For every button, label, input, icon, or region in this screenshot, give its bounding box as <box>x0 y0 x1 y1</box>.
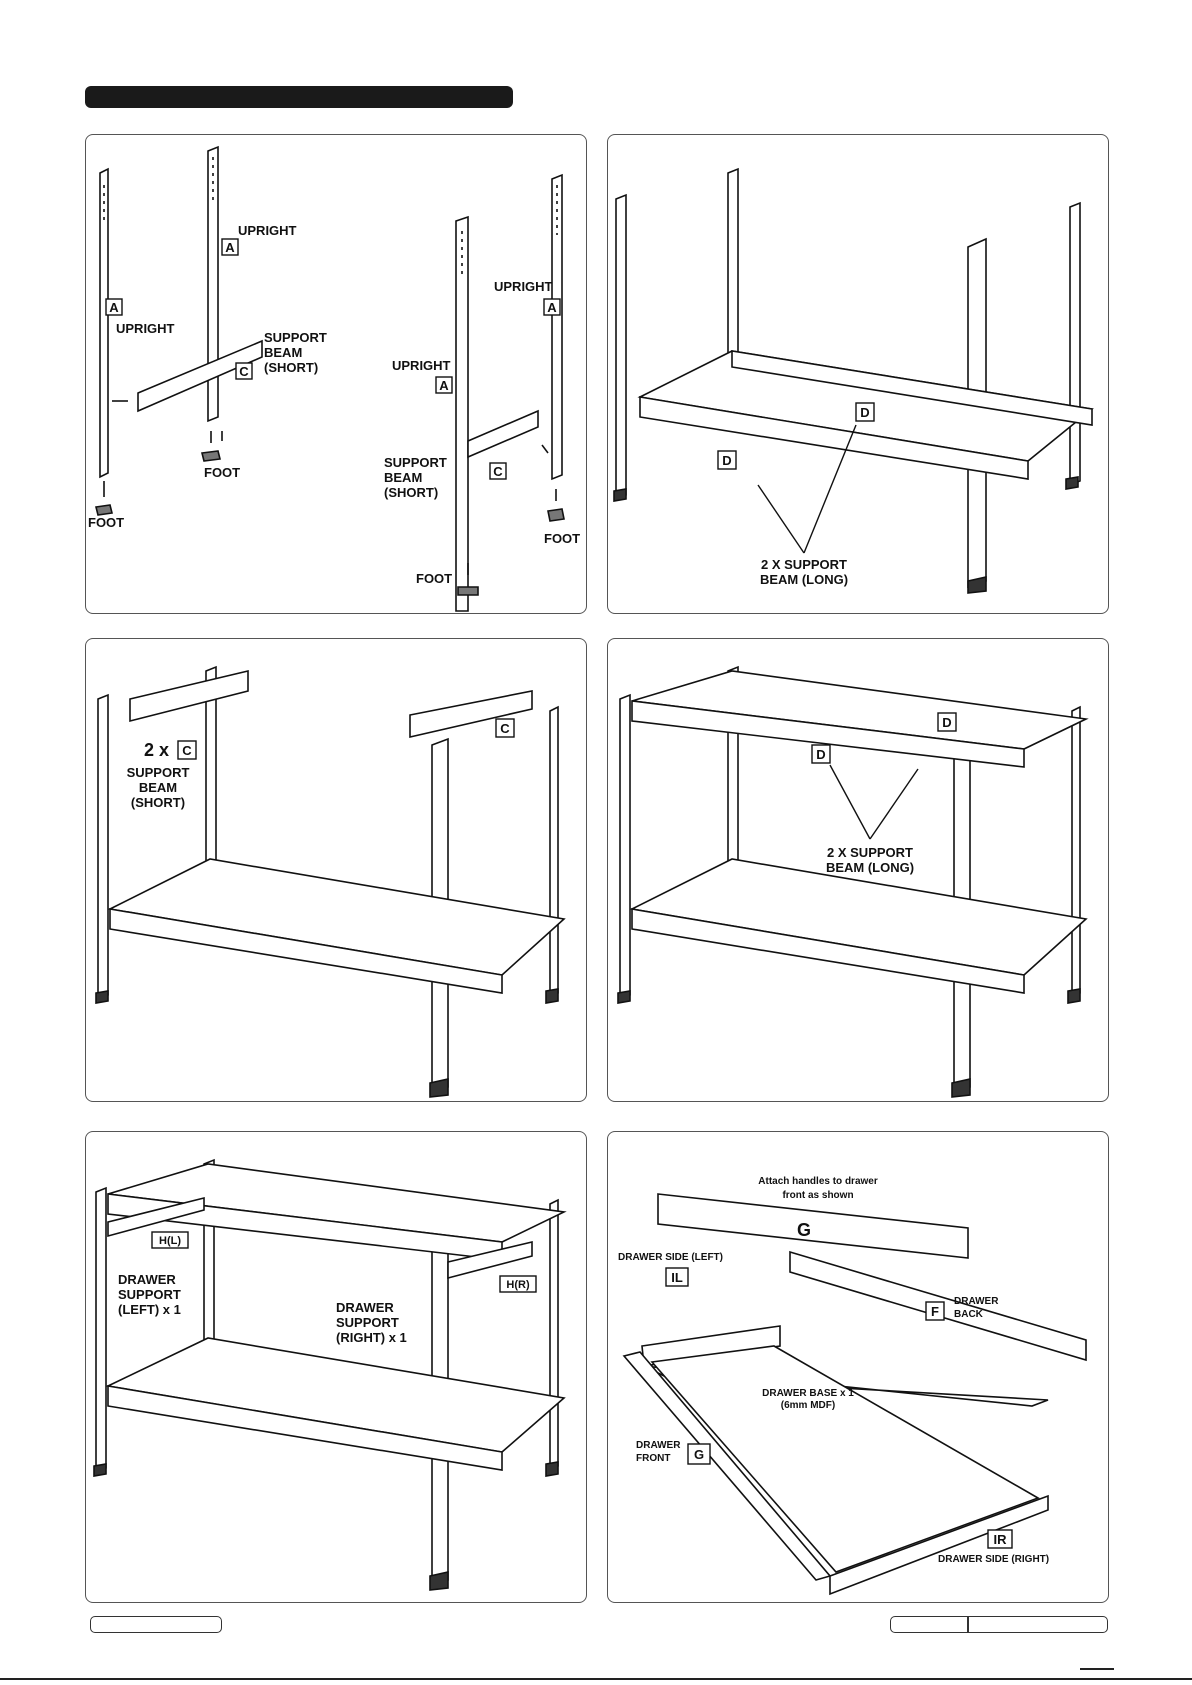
beam-label-1: BEAM <box>264 345 302 360</box>
support-tag-c: C <box>182 743 192 758</box>
beam-tag-d-back: D <box>860 405 869 420</box>
support-beam-long-label: BEAM (LONG) <box>826 860 914 875</box>
support-beam-long-count: 2 X SUPPORT <box>827 845 913 860</box>
short-label: (SHORT) <box>131 795 185 810</box>
support-label-right: SUPPORT <box>336 1315 399 1330</box>
drawer-support-tag-hr: H(R) <box>506 1279 530 1291</box>
step-1-illustration: A UPRIGHT A UPRIGHT SUPPORT BEAM (SHORT)… <box>88 145 580 612</box>
drawer-label-left: DRAWER <box>118 1272 176 1287</box>
foot-label-1: FOOT <box>204 465 240 480</box>
drawer-back-label-2: BACK <box>954 1309 984 1320</box>
footer-page-box <box>890 1616 1108 1633</box>
assembly-step-2-panel: D D 2 X SUPPORT BEAM (LONG) <box>607 134 1109 614</box>
assembly-step-1-panel: A UPRIGHT A UPRIGHT SUPPORT BEAM (SHORT)… <box>85 134 587 614</box>
short-label-1: (SHORT) <box>264 360 318 375</box>
support-beam-long-count: 2 X SUPPORT <box>761 557 847 572</box>
drawer-side-right-label: DRAWER SIDE (RIGHT) <box>938 1554 1049 1565</box>
upright-label-right: UPRIGHT <box>494 279 553 294</box>
right-x1-label: (RIGHT) x 1 <box>336 1330 407 1345</box>
attach-handles-instruction-line1: Attach handles to drawer <box>758 1176 878 1187</box>
drawer-base-label: DRAWER BASE x 1 <box>762 1388 854 1399</box>
beam-label: BEAM <box>139 780 177 795</box>
assembly-step-4-panel: D D 2 X SUPPORT BEAM (LONG) <box>607 638 1109 1102</box>
support-tag-c-1: C <box>239 364 249 379</box>
step-4-illustration: D D 2 X SUPPORT BEAM (LONG) <box>617 665 1089 1098</box>
assembly-step-3-panel: 2 x C SUPPORT BEAM (SHORT) C <box>85 638 587 1102</box>
upright-tag-a-left: A <box>109 300 119 315</box>
drawer-front-label-1: DRAWER <box>636 1440 681 1451</box>
foot-label-2: FOOT <box>88 515 124 530</box>
support-beam-label-1: SUPPORT <box>264 330 327 345</box>
drawer-base-material: (6mm MDF) <box>781 1400 835 1411</box>
upright-label-left: UPRIGHT <box>116 321 175 336</box>
drawer-back-label-1: DRAWER <box>954 1296 999 1307</box>
quantity-label: 2 x <box>144 740 169 760</box>
page-bottom-rule <box>0 1678 1192 1680</box>
attach-handles-instruction-line2: front as shown <box>782 1190 853 1201</box>
page-corner-mark <box>1080 1668 1114 1670</box>
upright-label-mid: UPRIGHT <box>392 358 451 373</box>
footer-model-box <box>90 1616 222 1633</box>
drawer-label-right: DRAWER <box>336 1300 394 1315</box>
support-label: SUPPORT <box>127 765 190 780</box>
support-beam-label-2: SUPPORT <box>384 455 447 470</box>
left-x1-label: (LEFT) x 1 <box>118 1302 181 1317</box>
section-title-bar <box>85 86 513 108</box>
step-5-illustration: H(L) H(R) DRAWER SUPPORT (LEFT) x 1 DRAW… <box>93 1158 567 1591</box>
drawer-front-label-2: FRONT <box>636 1453 670 1464</box>
assembly-step-5-panel: H(L) H(R) DRAWER SUPPORT (LEFT) x 1 DRAW… <box>85 1131 587 1603</box>
drawer-side-left-label: DRAWER SIDE (LEFT) <box>618 1252 723 1263</box>
beam-tag-d-front: D <box>816 747 825 762</box>
foot-label-4: FOOT <box>416 571 452 586</box>
support-tag-c-right: C <box>500 721 510 736</box>
assembly-step-6-panel: Attach handles to drawer front as shown … <box>607 1131 1109 1603</box>
drawer-side-tag-ir: IR <box>994 1532 1008 1547</box>
upright-label-top: UPRIGHT <box>238 223 297 238</box>
upright-tag-a-right: A <box>547 300 557 315</box>
beam-label-2: BEAM <box>384 470 422 485</box>
short-label-2: (SHORT) <box>384 485 438 500</box>
support-beam-long-label: BEAM (LONG) <box>760 572 848 587</box>
step-2-illustration: D D 2 X SUPPORT BEAM (LONG) <box>613 167 1094 594</box>
drawer-front-tag-g: G <box>694 1447 704 1462</box>
support-tag-c-2: C <box>493 464 503 479</box>
upright-tag-a-mid: A <box>439 378 449 393</box>
support-label-left: SUPPORT <box>118 1287 181 1302</box>
drawer-side-tag-il: IL <box>671 1270 683 1285</box>
step-3-illustration: 2 x C SUPPORT BEAM (SHORT) C <box>95 665 566 1098</box>
drawer-front-tag-g-top: G <box>797 1220 811 1240</box>
step-6-illustration: Attach handles to drawer front as shown … <box>618 1176 1087 1596</box>
beam-tag-d-back: D <box>942 715 951 730</box>
drawer-support-tag-hl: H(L) <box>159 1235 181 1247</box>
beam-tag-d-front: D <box>722 453 731 468</box>
foot-label-3: FOOT <box>544 531 580 546</box>
upright-tag-a: A <box>225 240 235 255</box>
drawer-back-tag-f: F <box>931 1304 939 1319</box>
